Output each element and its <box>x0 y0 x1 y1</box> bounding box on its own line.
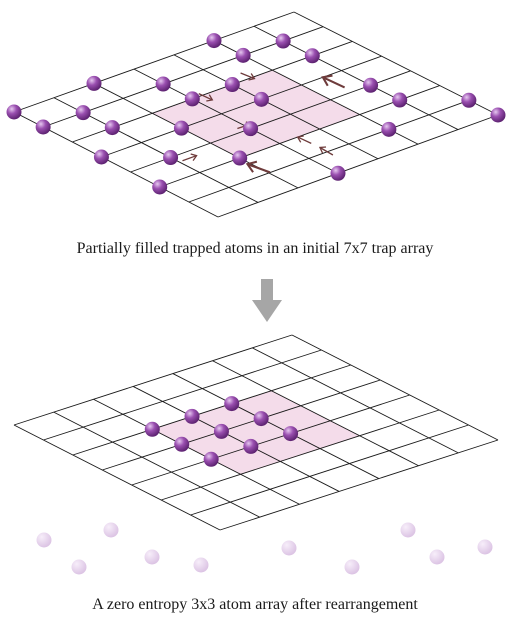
atom <box>6 104 22 120</box>
atom <box>155 76 171 92</box>
caption-final-array: A zero entropy 3x3 atom array after rear… <box>92 596 418 613</box>
move-arrow-icon <box>321 74 346 89</box>
atom <box>235 47 251 63</box>
top-grid-row-line <box>13 11 295 113</box>
atom <box>232 150 248 166</box>
bottom-grid-row-line <box>161 409 440 501</box>
target-region <box>152 70 360 159</box>
atom <box>173 120 189 136</box>
move-arrow-icon <box>240 72 256 81</box>
atom <box>93 149 109 165</box>
rearranged-trap-array <box>13 334 499 575</box>
bottom-grid-row-line <box>13 334 293 426</box>
discarded-atom <box>36 532 52 548</box>
atom <box>174 436 190 452</box>
initial-atoms <box>6 33 506 195</box>
top-grid-row-line <box>217 114 499 218</box>
bottom-grid-col-line <box>132 386 340 492</box>
atom <box>152 179 168 195</box>
discarded-atoms <box>36 522 493 575</box>
bottom-grid-row-line <box>72 364 351 456</box>
discarded-atom <box>344 559 360 575</box>
atom <box>243 121 259 137</box>
atom <box>275 33 291 49</box>
caption-initial-array: Partially filled trapped atoms in an ini… <box>76 240 434 257</box>
atom <box>206 33 222 49</box>
atom <box>243 438 259 454</box>
discarded-atom <box>71 559 87 575</box>
bottom-grid-row-line <box>190 424 469 516</box>
atom <box>224 77 240 93</box>
bottom-grid-col-line <box>212 360 419 467</box>
move-arrow-icon <box>245 160 271 174</box>
transition-arrow-icon <box>252 279 282 322</box>
bottom-grid-row-line <box>131 394 410 486</box>
atom <box>163 150 179 166</box>
atom <box>330 165 346 181</box>
bottom-grid-col-line <box>172 373 380 479</box>
atom <box>86 75 102 91</box>
atom <box>104 120 120 136</box>
atom <box>304 48 320 64</box>
discarded-atom <box>193 557 209 573</box>
atom <box>363 77 379 93</box>
atom <box>144 421 160 437</box>
final-atoms <box>144 396 299 467</box>
bottom-grid-row-line <box>219 439 499 531</box>
discarded-atom <box>429 549 445 565</box>
atom <box>461 92 477 108</box>
bottom-grid-row-line <box>102 379 381 471</box>
atom <box>35 119 51 135</box>
atom <box>213 423 229 439</box>
discarded-atom <box>477 539 493 555</box>
bottom-grid-col-line <box>291 334 499 441</box>
trap-grid <box>13 334 499 531</box>
bottom-grid-col-line <box>93 398 300 505</box>
atom <box>224 396 240 412</box>
atom <box>381 121 397 137</box>
discarded-atom <box>103 522 119 538</box>
atom <box>253 411 269 427</box>
top-grid-row-line <box>188 99 470 203</box>
atom <box>75 105 91 121</box>
bottom-grid-col-line <box>252 347 459 454</box>
bottom-grid-col-line <box>13 424 221 531</box>
bottom-grid-row-line <box>43 349 322 441</box>
move-arrow-icon <box>182 153 198 162</box>
discarded-atom <box>400 522 416 538</box>
move-arrow-icon <box>318 146 334 156</box>
atom <box>203 451 219 467</box>
target-region <box>152 390 360 475</box>
top-grid-col-line <box>173 54 379 160</box>
discarded-atom <box>281 540 297 556</box>
atom <box>490 107 506 123</box>
discarded-atom <box>144 549 160 565</box>
atom <box>392 92 408 108</box>
atom <box>283 426 299 442</box>
atom <box>253 91 269 107</box>
initial-trap-array <box>6 11 506 218</box>
atom <box>184 408 200 424</box>
atom <box>184 91 200 107</box>
bottom-grid-col-line <box>53 411 260 518</box>
move-arrow-icon <box>198 93 214 102</box>
top-grid-row-line <box>101 55 382 158</box>
move-arrow-icon <box>296 135 312 144</box>
